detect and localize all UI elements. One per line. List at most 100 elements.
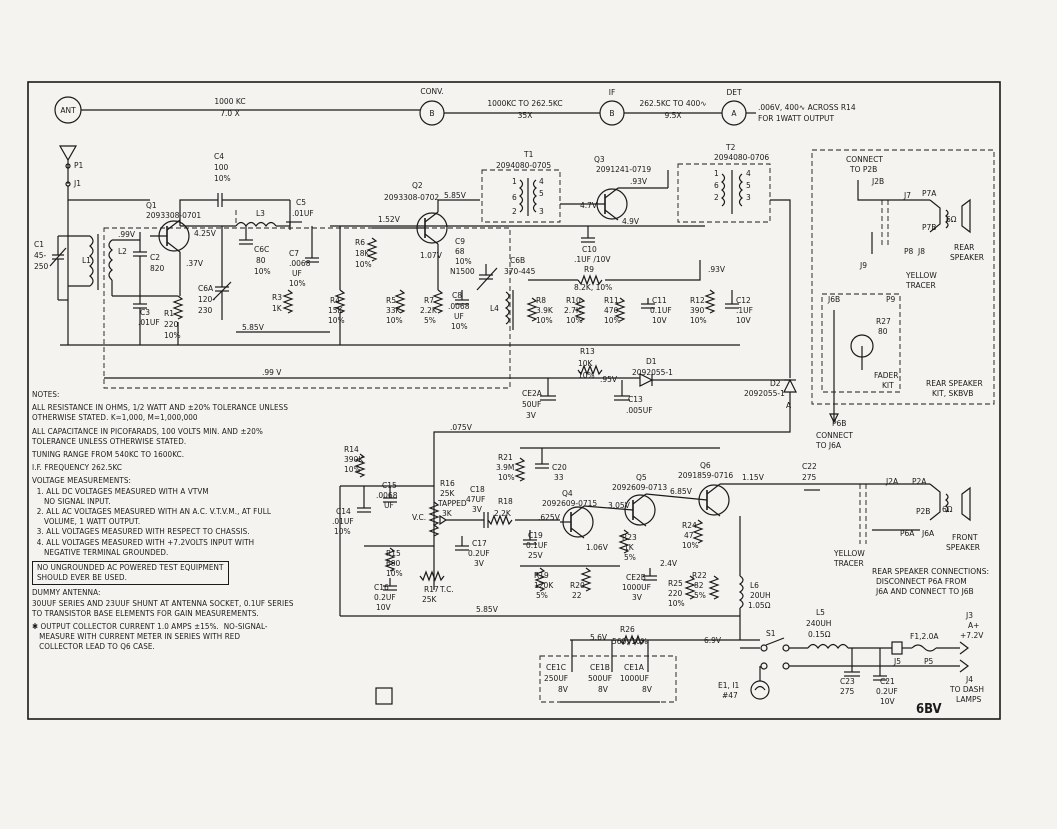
corner-code: 6BV bbox=[916, 702, 942, 717]
ce2a-value: 50UF bbox=[522, 400, 541, 409]
l5-label: L5 bbox=[816, 608, 825, 617]
c4-value: 100 bbox=[214, 163, 229, 172]
connections-title: REAR SPEAKER CONNECTIONS: bbox=[872, 567, 989, 576]
c23-value: 275 bbox=[840, 687, 855, 696]
c22-value: 275 bbox=[802, 473, 817, 482]
c6c-tol: 10% bbox=[254, 267, 271, 276]
r3-value: 1K bbox=[272, 304, 283, 313]
note-capacitance: ALL CAPACITANCE IN PICOFARADS, 100 VOLTS… bbox=[32, 426, 263, 446]
r23-label: R23 bbox=[622, 533, 637, 542]
r26-value: 560, 10% bbox=[612, 637, 648, 646]
r17-label: R17 bbox=[424, 585, 439, 594]
agc-section: .99 V R13 10K 10% .95V D1 2092055-1 CE2A… bbox=[104, 347, 797, 590]
r22-tol: 5% bbox=[694, 591, 706, 600]
ce2a-label: CE2A bbox=[522, 389, 543, 398]
r25-label: R25 bbox=[668, 579, 683, 588]
c6b-value: 370-445 bbox=[504, 267, 536, 276]
note-dummy-antenna: DUMMY ANTENNA: 30UUF SERIES AND 23UUF SH… bbox=[32, 588, 294, 618]
c21-value: 0.2UF bbox=[876, 687, 898, 696]
connect-j6a-a: CONNECT bbox=[816, 431, 853, 440]
c17-voltage: 3V bbox=[474, 559, 485, 568]
if-stage: B bbox=[609, 109, 614, 118]
r20-value: 22 bbox=[572, 591, 582, 600]
c19-voltage: 25V bbox=[528, 551, 544, 560]
t1-part: 2094080-0705 bbox=[496, 161, 551, 170]
ce1c-voltage: 8V bbox=[558, 685, 569, 694]
rf-stage: P1 J1 C1 45- 250 L1 L2 .99V C2 820 bbox=[34, 145, 511, 389]
c1-label: C1 bbox=[34, 240, 44, 249]
c18-value: 47UF bbox=[466, 495, 485, 504]
r22-label: R22 bbox=[692, 571, 707, 580]
ce2b-voltage: 3V bbox=[632, 593, 643, 602]
rear-connect-a: CONNECT bbox=[846, 155, 883, 164]
r4-label: R4 bbox=[330, 296, 340, 305]
ce1a-label: CE1A bbox=[624, 663, 645, 672]
j6a-label: J6A bbox=[921, 529, 935, 538]
c22-label: C22 bbox=[802, 462, 817, 471]
r26-label: R26 bbox=[620, 625, 635, 634]
s1-label: S1 bbox=[766, 629, 776, 638]
r9-value: 8.2K, 10% bbox=[574, 283, 612, 292]
c17-value: 0.2UF bbox=[468, 549, 490, 558]
c13-value: .005UF bbox=[626, 406, 653, 415]
e1-label: E1, I1 bbox=[718, 681, 739, 690]
c19-value: 0.1UF bbox=[526, 541, 548, 550]
r12-label: R12 bbox=[690, 296, 705, 305]
v107-label: 1.07V bbox=[420, 251, 443, 260]
p8-label: P8 bbox=[904, 247, 914, 256]
v685-label: 6.85V bbox=[670, 487, 693, 496]
r15-value: 680 bbox=[386, 559, 401, 568]
v099-label: .99V bbox=[118, 230, 136, 239]
tuning-gang-outline bbox=[103, 227, 511, 389]
c6a-label: C6A bbox=[198, 284, 214, 293]
c6a-value-b: 230 bbox=[198, 306, 213, 315]
v075-label: .075V bbox=[450, 423, 473, 432]
d2-label: D2 bbox=[770, 379, 781, 388]
check-box bbox=[375, 687, 393, 705]
c4-tol: 10% bbox=[214, 174, 231, 183]
v93b-label: .93V bbox=[708, 265, 726, 274]
svg-text:5: 5 bbox=[746, 181, 751, 190]
det-label: DET bbox=[726, 88, 742, 97]
v49-label: 4.9V bbox=[622, 217, 640, 226]
v24-label: 2.4V bbox=[660, 559, 678, 568]
j4-text-a: TO DASH bbox=[949, 685, 984, 694]
r14-tol: 10% bbox=[344, 465, 361, 474]
r7-tol: 5% bbox=[424, 316, 436, 325]
l6-label: L6 bbox=[750, 581, 759, 590]
kit-title-b: KIT, SKBVB bbox=[932, 389, 973, 398]
c12-value: .1UF bbox=[736, 306, 753, 315]
p1-label: P1 bbox=[74, 161, 84, 170]
c16-value: 0.2UF bbox=[374, 593, 396, 602]
v95-label: .95V bbox=[600, 375, 618, 384]
c6b-label: C6B bbox=[510, 256, 525, 265]
p5-label: P5 bbox=[924, 657, 934, 666]
r8-value: 3.9K bbox=[536, 306, 554, 315]
c8-value: .0068 bbox=[448, 302, 470, 311]
connect-j6a-b: TO J6A bbox=[815, 441, 842, 450]
fader-label-a: FADER bbox=[874, 371, 898, 380]
q3-part: 2091241-0719 bbox=[596, 165, 651, 174]
c7-label: C7 bbox=[289, 249, 299, 258]
c19-label: C19 bbox=[528, 531, 543, 540]
kit-title-a: REAR SPEAKER bbox=[926, 379, 983, 388]
r15-label: R15 bbox=[386, 549, 401, 558]
p9-label: P9 bbox=[886, 295, 896, 304]
j3-voltage: +7.2V bbox=[960, 631, 984, 640]
r6-tol: 10% bbox=[355, 260, 372, 269]
c15-label: C15 bbox=[382, 481, 397, 490]
detector-stage: T2 2094080-0706 162 453 .93V R12 390 10%… bbox=[640, 143, 791, 378]
r6-label: R6 bbox=[355, 238, 365, 247]
sheet-border bbox=[27, 81, 1001, 720]
notes-heading: NOTES: bbox=[32, 390, 60, 399]
front-speaker-icon bbox=[961, 486, 971, 522]
l1-label: L1 bbox=[82, 256, 91, 265]
if-stage-detail: T1 2094080-0705 162 453 Q3 2091241-0719 … bbox=[481, 150, 672, 325]
c11-value: 0.1UF bbox=[650, 306, 672, 315]
r1-value: 220 bbox=[164, 320, 179, 329]
j3-label: J3 bbox=[965, 611, 973, 620]
c16-voltage: 10V bbox=[376, 603, 392, 612]
q1-part: 2093308-0701 bbox=[146, 211, 201, 220]
c21-voltage: 10V bbox=[880, 697, 896, 706]
seg1-top: 1000 KC bbox=[214, 97, 245, 106]
